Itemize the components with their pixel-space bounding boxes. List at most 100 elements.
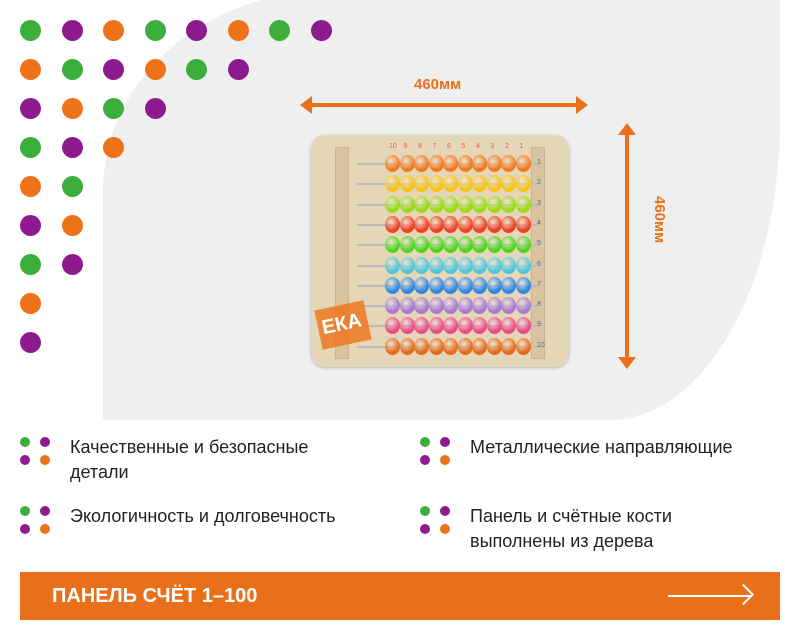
bead[interactable] xyxy=(428,175,444,193)
bead[interactable] xyxy=(443,256,458,274)
bead[interactable] xyxy=(399,297,415,315)
bead[interactable] xyxy=(501,195,516,213)
bead[interactable] xyxy=(414,256,429,274)
bead[interactable] xyxy=(515,236,531,254)
bead[interactable] xyxy=(443,276,458,294)
bead[interactable] xyxy=(501,236,516,254)
bead[interactable] xyxy=(515,337,531,355)
bead[interactable] xyxy=(399,256,415,274)
bead[interactable] xyxy=(486,276,502,294)
bead[interactable] xyxy=(414,297,429,315)
bead[interactable] xyxy=(486,236,502,254)
bead[interactable] xyxy=(501,175,516,193)
bead[interactable] xyxy=(501,337,516,355)
bead[interactable] xyxy=(501,256,516,274)
bead[interactable] xyxy=(486,256,502,274)
bead[interactable] xyxy=(472,236,487,254)
bead[interactable] xyxy=(428,276,444,294)
bead[interactable] xyxy=(428,215,444,233)
bead[interactable] xyxy=(472,317,487,335)
bead[interactable] xyxy=(385,195,400,213)
bead[interactable] xyxy=(428,195,444,213)
bead[interactable] xyxy=(428,236,444,254)
bead[interactable] xyxy=(457,256,473,274)
bead[interactable] xyxy=(472,256,487,274)
bead[interactable] xyxy=(414,175,429,193)
bead[interactable] xyxy=(443,297,458,315)
bead[interactable] xyxy=(457,297,473,315)
bead[interactable] xyxy=(472,337,487,355)
bead[interactable] xyxy=(385,175,400,193)
bead[interactable] xyxy=(428,256,444,274)
bead[interactable] xyxy=(457,215,473,233)
bead[interactable] xyxy=(486,175,502,193)
bead[interactable] xyxy=(501,317,516,335)
bead[interactable] xyxy=(399,337,415,355)
bead[interactable] xyxy=(457,236,473,254)
bead[interactable] xyxy=(457,155,473,172)
bead[interactable] xyxy=(399,215,415,233)
bead[interactable] xyxy=(501,155,516,172)
bead[interactable] xyxy=(443,236,458,254)
bead[interactable] xyxy=(414,236,429,254)
bead[interactable] xyxy=(428,297,444,315)
bead[interactable] xyxy=(399,155,415,172)
bead[interactable] xyxy=(457,337,473,355)
bead[interactable] xyxy=(515,155,531,172)
bead[interactable] xyxy=(472,155,487,172)
bead[interactable] xyxy=(399,276,415,294)
bead[interactable] xyxy=(515,317,531,335)
bead[interactable] xyxy=(385,215,400,233)
bead[interactable] xyxy=(472,195,487,213)
bead[interactable] xyxy=(457,195,473,213)
bead[interactable] xyxy=(457,175,473,193)
bead[interactable] xyxy=(428,317,444,335)
bead[interactable] xyxy=(399,317,415,335)
bead[interactable] xyxy=(472,175,487,193)
bead[interactable] xyxy=(414,337,429,355)
bead[interactable] xyxy=(385,276,400,294)
bead[interactable] xyxy=(428,337,444,355)
bead[interactable] xyxy=(399,195,415,213)
bead[interactable] xyxy=(443,155,458,172)
bead[interactable] xyxy=(399,236,415,254)
bead[interactable] xyxy=(486,337,502,355)
bead[interactable] xyxy=(486,317,502,335)
bead[interactable] xyxy=(385,337,400,355)
bead[interactable] xyxy=(501,215,516,233)
bead[interactable] xyxy=(385,317,400,335)
bead[interactable] xyxy=(472,297,487,315)
product-cta-button[interactable]: ПАНЕЛЬ СЧЁТ 1–100 xyxy=(20,572,780,620)
bead[interactable] xyxy=(501,276,516,294)
bead[interactable] xyxy=(486,155,502,172)
bead[interactable] xyxy=(486,297,502,315)
bead[interactable] xyxy=(515,276,531,294)
bead[interactable] xyxy=(414,276,429,294)
bead[interactable] xyxy=(515,256,531,274)
bead[interactable] xyxy=(385,155,400,172)
bead[interactable] xyxy=(486,215,502,233)
bead[interactable] xyxy=(414,215,429,233)
bead[interactable] xyxy=(443,175,458,193)
bead[interactable] xyxy=(443,337,458,355)
bead[interactable] xyxy=(428,155,444,172)
bead[interactable] xyxy=(515,175,531,193)
bead[interactable] xyxy=(414,195,429,213)
bead[interactable] xyxy=(443,317,458,335)
bead[interactable] xyxy=(385,256,400,274)
bead[interactable] xyxy=(414,155,429,172)
bead[interactable] xyxy=(443,215,458,233)
bead[interactable] xyxy=(486,195,502,213)
bead[interactable] xyxy=(385,297,400,315)
bead[interactable] xyxy=(385,236,400,254)
bead[interactable] xyxy=(472,276,487,294)
bead[interactable] xyxy=(457,317,473,335)
bead[interactable] xyxy=(414,317,429,335)
bead[interactable] xyxy=(501,297,516,315)
bead[interactable] xyxy=(443,195,458,213)
bead[interactable] xyxy=(472,215,487,233)
bead[interactable] xyxy=(515,297,531,315)
bead[interactable] xyxy=(515,215,531,233)
bead[interactable] xyxy=(457,276,473,294)
bead[interactable] xyxy=(399,175,415,193)
